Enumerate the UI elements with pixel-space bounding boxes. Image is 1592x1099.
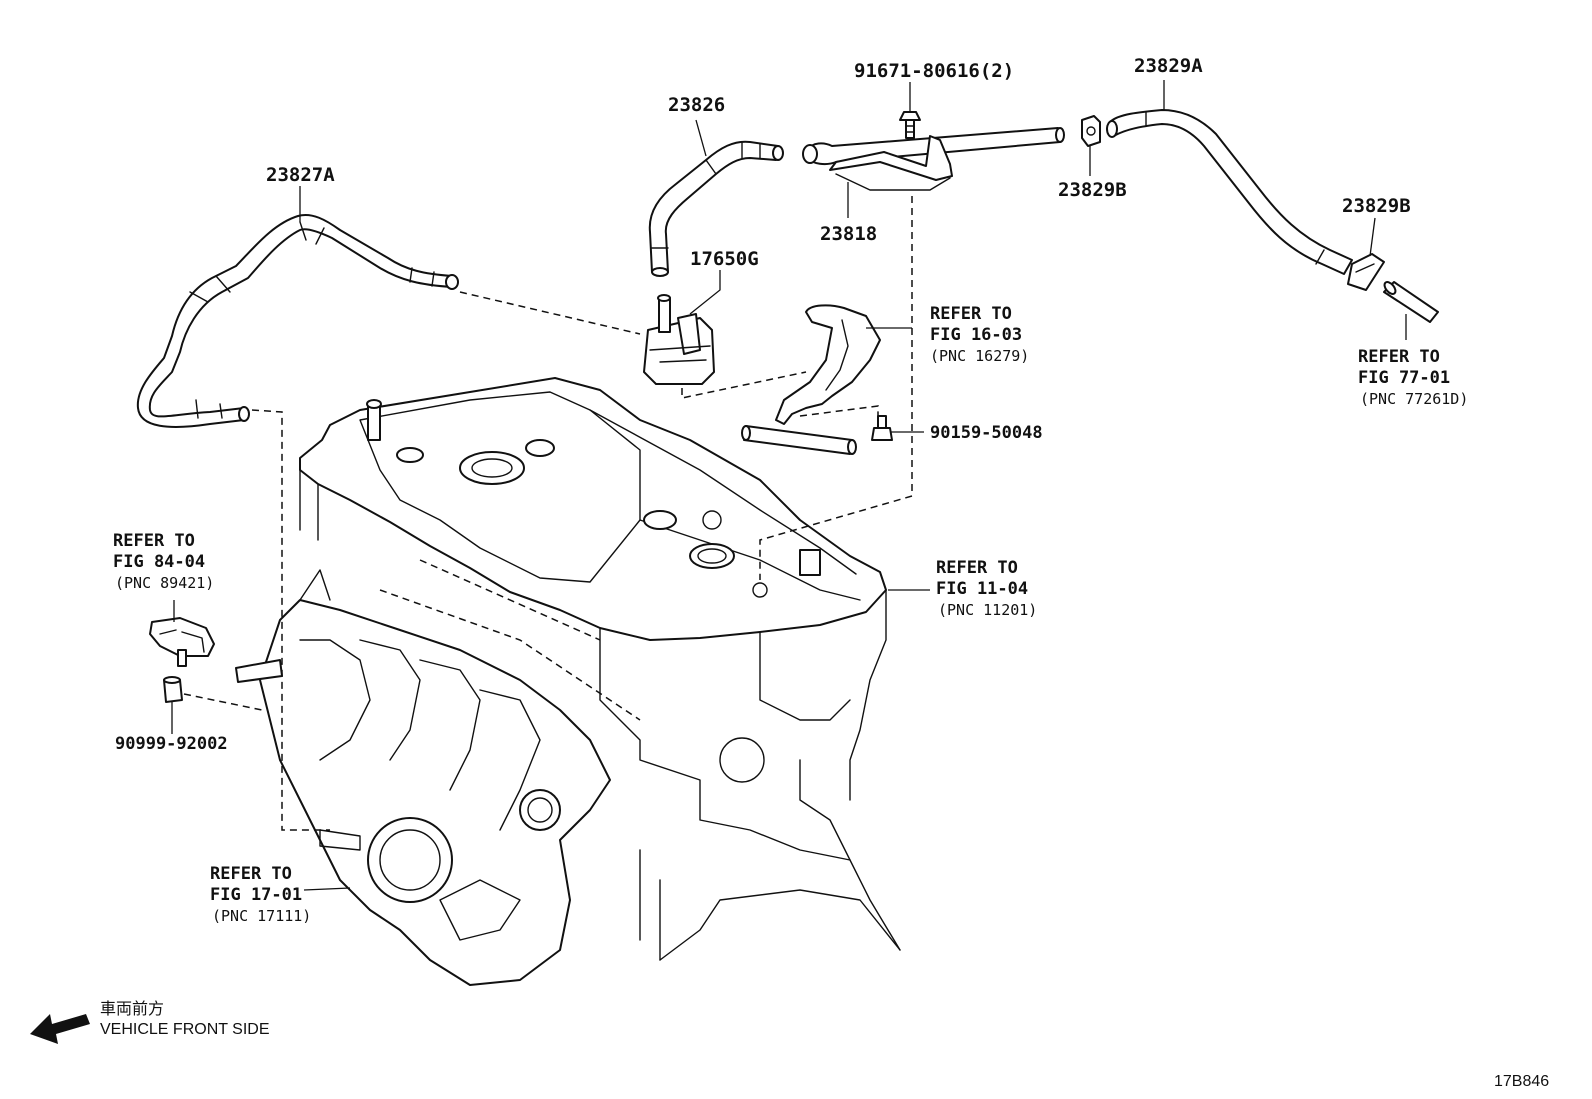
callout-17650g: 17650G [690,248,759,270]
clip-23829b-upper [1081,115,1101,147]
callout-90999-92002: 90999-92002 [115,734,228,754]
ref-77-01-line2: FIG 77-01 [1358,368,1450,388]
hose-23826 [648,140,784,277]
intake-manifold [235,569,611,986]
sensor-fig-84-04 [149,617,215,667]
ref-16-03-line1: REFER TO [930,304,1012,324]
clip-23829b-right [1347,253,1385,291]
reference-fig-17-01: REFER TO FIG 17-01 (PNC 17111) [210,864,311,925]
part-callouts: 23827A 23826 17650G 91671-80616(2) 23818… [115,55,1411,754]
bolt-90159-50048 [871,415,893,441]
reference-fig-84-04: REFER TO FIG 84-04 (PNC 89421) [113,531,214,592]
ref-77-01-pnc: (PNC 77261D) [1360,390,1468,408]
callout-23827a: 23827A [266,164,335,186]
ref-84-04-pnc: (PNC 89421) [115,574,214,592]
reference-fig-77-01: REFER TO FIG 77-01 (PNC 77261D) [1358,347,1468,408]
callout-91671-80616: 91671-80616(2) [854,60,1014,82]
ref-17-01-line2: FIG 17-01 [210,885,302,905]
pipe-23818 [802,127,1065,191]
hose-23827a [136,214,459,428]
front-note-english: VEHICLE FRONT SIDE [100,1021,270,1038]
ref-11-04-pnc: (PNC 11201) [938,601,1037,619]
front-note-japanese: 車両前方 [100,1000,164,1018]
vehicle-front-note: 車両前方 VEHICLE FRONT SIDE [30,1000,270,1044]
ref-17-01-pnc: (PNC 17111) [212,907,311,925]
leader-lines [171,80,1407,891]
pipe-fig-77-01 [1383,281,1439,323]
engine-block [299,377,901,961]
ref-11-04-line2: FIG 11-04 [936,579,1028,599]
bolt-91671-80616 [899,111,921,139]
ref-16-03-line2: FIG 16-03 [930,325,1022,345]
ref-84-04-line2: FIG 84-04 [113,552,205,572]
callout-23818: 23818 [820,223,877,245]
ref-77-01-line1: REFER TO [1358,347,1440,367]
ref-11-04-line1: REFER TO [936,558,1018,578]
reference-fig-16-03: REFER TO FIG 16-03 (PNC 16279) [930,304,1029,365]
bracket-pipe-fig-16-03 [741,304,881,455]
reference-fig-11-04: REFER TO FIG 11-04 (PNC 11201) [936,558,1037,619]
callout-23829b-upper: 23829B [1058,179,1127,201]
callout-23829b-right: 23829B [1342,195,1411,217]
callout-90159-50048: 90159-50048 [930,423,1043,443]
callout-23829a: 23829A [1134,55,1203,77]
callout-23826: 23826 [668,94,725,116]
ref-16-03-pnc: (PNC 16279) [930,347,1029,365]
front-direction-arrow-icon [30,1014,90,1044]
fitting-90999-92002 [163,676,183,703]
figure-id: 17B846 [1494,1073,1549,1090]
hose-23829a [1106,109,1353,275]
ref-84-04-line1: REFER TO [113,531,195,551]
vsv-17650g [643,294,715,385]
ref-17-01-line1: REFER TO [210,864,292,884]
connection-lines [183,196,913,831]
